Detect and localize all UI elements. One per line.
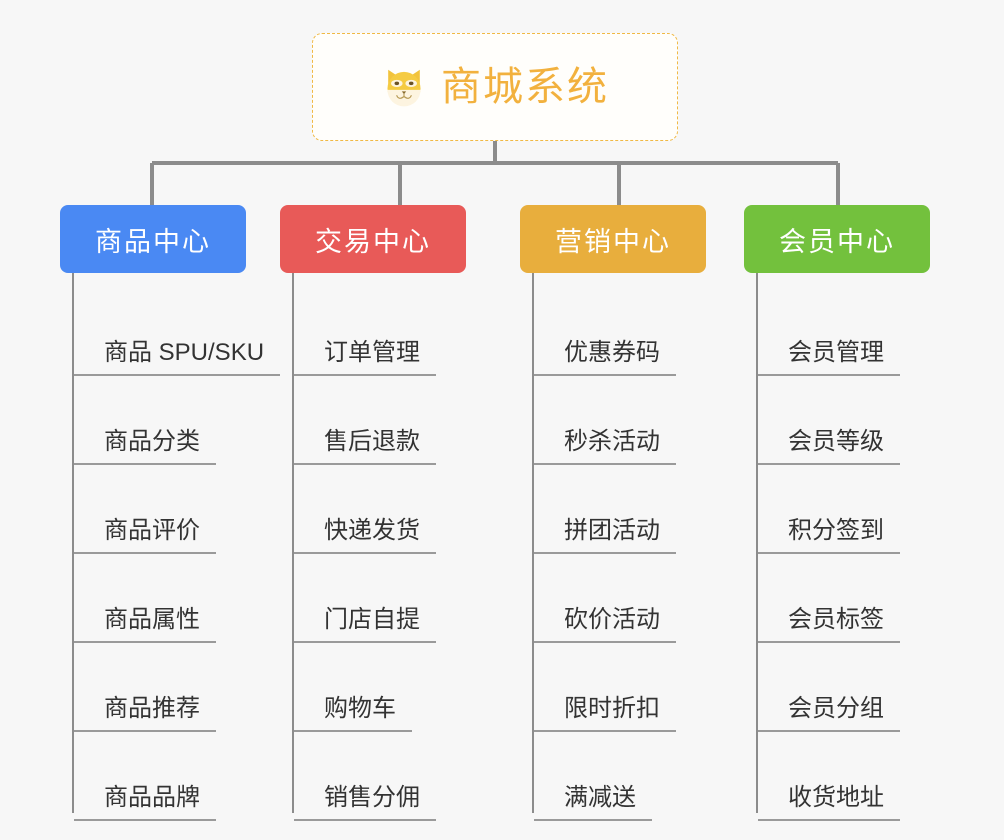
leaf-item[interactable]: 商品分类: [58, 376, 278, 465]
category-label: 营销中心: [555, 226, 671, 257]
leaf-item[interactable]: 商品属性: [58, 554, 278, 643]
leaf-item[interactable]: 会员标签: [718, 554, 938, 643]
category-label: 交易中心: [315, 226, 431, 257]
leaf-item[interactable]: 限时折扣: [498, 643, 718, 732]
column-product-center: 商品中心 商品 SPU/SKU 商品分类 商品评价 商品属性 商品推荐 商品品牌: [58, 205, 281, 821]
leaf-item[interactable]: 商品品牌: [58, 732, 278, 821]
leaf-label: 售后退款: [294, 430, 436, 465]
leaf-item[interactable]: 快递发货: [278, 465, 498, 554]
leaf-item[interactable]: 会员分组: [718, 643, 938, 732]
leaf-label: 会员分组: [758, 697, 900, 732]
leaf-item[interactable]: 销售分佣: [278, 732, 498, 821]
leaf-label: 商品属性: [74, 608, 216, 643]
leaf-spine: [532, 273, 534, 813]
leaf-label: 会员标签: [758, 608, 900, 643]
leaf-item[interactable]: 会员等级: [718, 376, 938, 465]
leaf-label: 会员等级: [758, 430, 900, 465]
column-trade-center: 交易中心 订单管理 售后退款 快递发货 门店自提 购物车 销售分佣: [278, 205, 498, 821]
leaf-list-trade-center: 订单管理 售后退款 快递发货 门店自提 购物车 销售分佣: [278, 273, 498, 821]
leaf-label: 秒杀活动: [534, 430, 676, 465]
leaf-label: 会员管理: [758, 341, 900, 376]
category-label: 会员中心: [779, 226, 895, 257]
leaf-label: 拼团活动: [534, 519, 676, 554]
leaf-list-member-center: 会员管理 会员等级 积分签到 会员标签 会员分组 收货地址: [718, 273, 938, 821]
column-member-center: 会员中心 会员管理 会员等级 积分签到 会员标签 会员分组 收货地址: [718, 205, 938, 821]
leaf-label: 积分签到: [758, 519, 900, 554]
leaf-item[interactable]: 商品 SPU/SKU: [58, 287, 281, 376]
leaf-item[interactable]: 商品推荐: [58, 643, 278, 732]
leaf-list-marketing-center: 优惠券码 秒杀活动 拼团活动 砍价活动 限时折扣 满减送: [498, 273, 718, 821]
column-marketing-center: 营销中心 优惠券码 秒杀活动 拼团活动 砍价活动 限时折扣 满减送: [498, 205, 718, 821]
leaf-label: 商品推荐: [74, 697, 216, 732]
leaf-label: 快递发货: [294, 519, 436, 554]
leaf-label: 收货地址: [758, 786, 900, 821]
category-box-product-center[interactable]: 商品中心: [60, 205, 246, 273]
leaf-label: 优惠券码: [534, 341, 676, 376]
leaf-item[interactable]: 拼团活动: [498, 465, 718, 554]
leaf-item[interactable]: 优惠券码: [498, 287, 718, 376]
leaf-label: 商品 SPU/SKU: [74, 341, 281, 376]
leaf-spine: [756, 273, 758, 813]
category-label: 商品中心: [95, 226, 211, 257]
leaf-item[interactable]: 订单管理: [278, 287, 498, 376]
leaf-item[interactable]: 秒杀活动: [498, 376, 718, 465]
root-node[interactable]: 商城系统: [312, 33, 678, 141]
leaf-item[interactable]: 满减送: [498, 732, 718, 821]
leaf-item[interactable]: 商品评价: [58, 465, 278, 554]
leaf-list-product-center: 商品 SPU/SKU 商品分类 商品评价 商品属性 商品推荐 商品品牌: [58, 273, 281, 821]
leaf-label: 商品评价: [74, 519, 216, 554]
category-box-trade-center[interactable]: 交易中心: [280, 205, 466, 273]
leaf-item[interactable]: 积分签到: [718, 465, 938, 554]
leaf-item[interactable]: 收货地址: [718, 732, 938, 821]
leaf-label: 销售分佣: [294, 786, 436, 821]
leaf-spine: [72, 273, 74, 813]
leaf-item[interactable]: 门店自提: [278, 554, 498, 643]
leaf-label: 门店自提: [294, 608, 436, 643]
leaf-item[interactable]: 购物车: [278, 643, 498, 732]
leaf-label: 限时折扣: [534, 697, 676, 732]
category-box-member-center[interactable]: 会员中心: [744, 205, 930, 273]
leaf-label: 订单管理: [294, 341, 436, 376]
shiba-dog-face-icon: [387, 69, 421, 107]
leaf-item[interactable]: 会员管理: [718, 287, 938, 376]
leaf-label: 满减送: [534, 786, 652, 821]
leaf-spine: [292, 273, 294, 813]
root-title: 商城系统: [441, 65, 609, 109]
leaf-label: 购物车: [294, 697, 412, 732]
leaf-label: 商品分类: [74, 430, 216, 465]
category-box-marketing-center[interactable]: 营销中心: [520, 205, 706, 273]
leaf-label: 商品品牌: [74, 786, 216, 821]
leaf-label: 砍价活动: [534, 608, 676, 643]
leaf-item[interactable]: 售后退款: [278, 376, 498, 465]
leaf-item[interactable]: 砍价活动: [498, 554, 718, 643]
